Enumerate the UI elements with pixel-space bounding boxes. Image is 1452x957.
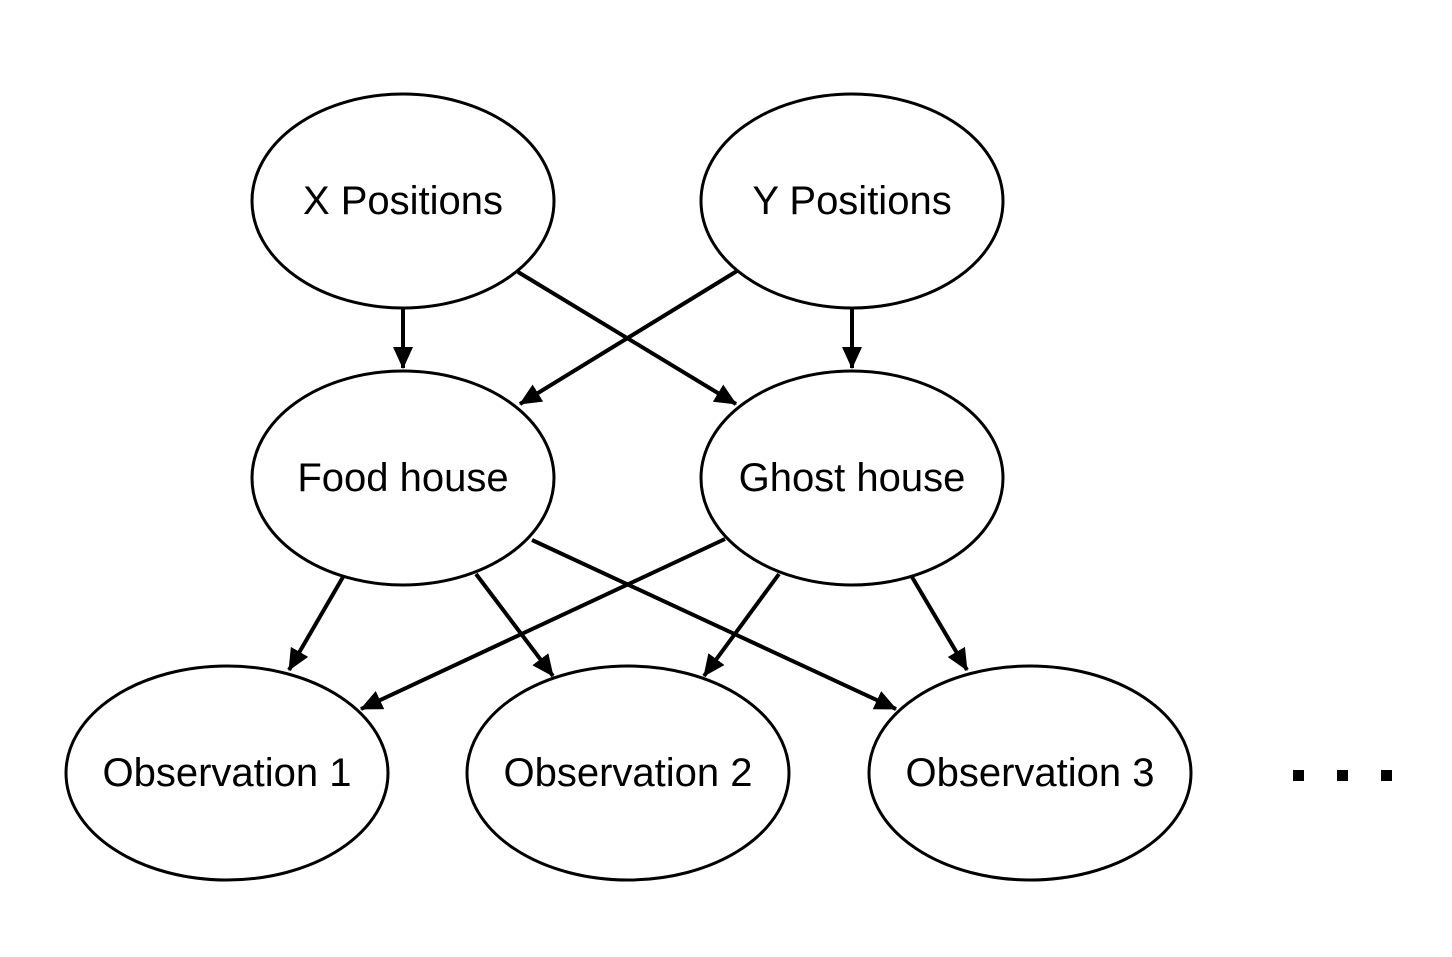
edge-ghost-obs2: [702, 572, 781, 678]
edge-food-obs3: [531, 538, 897, 711]
node-label: Observation 3: [905, 751, 1154, 795]
node-label: Food house: [297, 456, 508, 500]
edge-ypos-food: [518, 269, 739, 406]
node-label: Observation 2: [503, 751, 752, 795]
edge-layer: [287, 269, 969, 711]
node-label: X Positions: [303, 179, 503, 223]
edge-food-obs1: [287, 575, 345, 672]
node-ghost-house: Ghost house: [699, 369, 1005, 587]
node-label: Ghost house: [739, 456, 966, 500]
node-observation-3: Observation 3: [867, 664, 1193, 882]
node-x-positions: X Positions: [250, 92, 556, 310]
ellipsis-dot: [1337, 770, 1348, 781]
ellipsis-dot: [1293, 770, 1304, 781]
ellipsis-dot: [1381, 770, 1392, 781]
node-label: Observation 1: [102, 751, 351, 795]
node-y-positions: Y Positions: [699, 92, 1005, 310]
continuation-ellipsis: [1293, 770, 1392, 781]
node-observation-1: Observation 1: [64, 664, 390, 882]
edge-ghost-obs1: [360, 537, 726, 711]
edge-ghost-obs3: [910, 575, 969, 672]
edge-food-obs2: [474, 572, 555, 678]
node-food-house: Food house: [250, 369, 556, 587]
node-observation-2: Observation 2: [465, 664, 791, 882]
node-label: Y Positions: [752, 179, 951, 223]
